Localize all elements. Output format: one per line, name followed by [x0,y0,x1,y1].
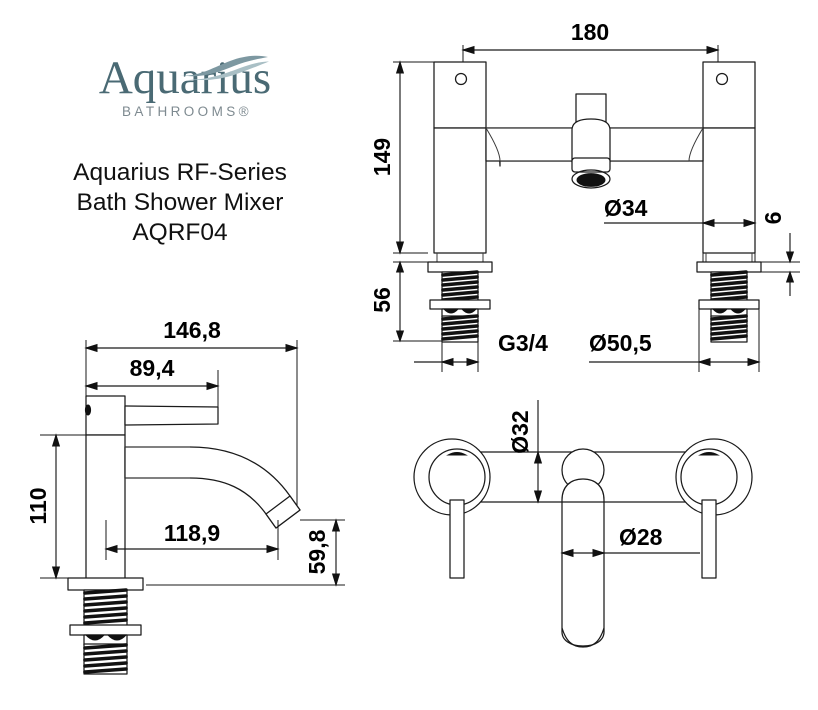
left-pillar-screw-hole [454,72,468,86]
basin-thread-hatching [83,588,128,625]
handle-cap [85,395,126,436]
wave-swoosh-icon [180,55,269,80]
lever-handle [124,405,219,426]
top-left-handle-assembly [413,438,491,579]
dimension-label-180: 180 [571,19,609,45]
dimension-spout-reach-1189: 118,9 [104,520,280,560]
dimension-body-dia-32: Ø32 [507,400,543,504]
dimension-flange-6: 6 [760,212,800,296]
left-lever [449,499,465,579]
dimension-pillar-dia-34: Ø34 [604,195,757,262]
dimension-label-dia-505: Ø50,5 [589,330,652,356]
product-title-line-1: Aquarius RF-Series [73,159,287,186]
right-lever [701,499,717,579]
dimension-label-g34: G3/4 [498,330,548,356]
right-base-inner-circle [680,448,738,506]
dimension-spout-height-598: 59,8 [146,518,345,587]
right-threaded-shank [696,253,762,343]
dimension-overall-length-1468: 146,8 [84,317,299,506]
left-pillar [433,61,487,254]
top-center-spout [561,448,605,648]
right-pillar-screw-hole [715,72,729,86]
dimension-label-894: 89,4 [130,355,175,381]
left-thread-hatching [441,270,479,302]
dimension-height-149: 149 [369,60,434,255]
dimension-label-dia-34: Ø34 [604,195,648,221]
dimension-body-height-110: 110 [25,433,86,580]
left-base-inner-circle [428,448,486,506]
dimension-thread-g34: G3/4 [414,330,548,372]
aerator-opening [576,173,606,187]
center-spout-outlet [571,93,611,189]
product-title-line-2: Bath Shower Mixer [76,189,284,216]
dimension-label-dia-32: Ø32 [507,410,533,453]
dimension-label-56: 56 [369,287,395,313]
top-right-handle-assembly [675,438,753,579]
indicator-dot [84,404,92,416]
dimension-label-dia-28: Ø28 [619,524,663,550]
dimension-shank-56: 56 [369,260,442,343]
dimension-width-180: 180 [461,19,720,62]
right-thread-hatching [710,270,748,302]
dimension-label-1468: 146,8 [163,317,221,343]
dimension-label-110: 110 [25,487,51,524]
product-title: Aquarius RF-Series Bath Shower Mixer AQR… [30,158,330,248]
dimension-handle-length-894: 89,4 [84,355,220,407]
dimension-base-dia-505: Ø50,5 [589,309,761,372]
dimension-label-1189: 118,9 [164,520,220,546]
left-threaded-shank [427,253,493,343]
dimension-label-598: 59,8 [304,529,330,574]
brand-subtitle: BATHROOMS® [122,104,252,119]
dimension-label-149: 149 [369,138,395,176]
dimension-label-6: 6 [760,212,786,225]
product-title-line-3: AQRF04 [132,219,228,246]
dimension-spout-dia-28: Ø28 [560,524,700,558]
basin-threaded-shank [67,577,144,675]
